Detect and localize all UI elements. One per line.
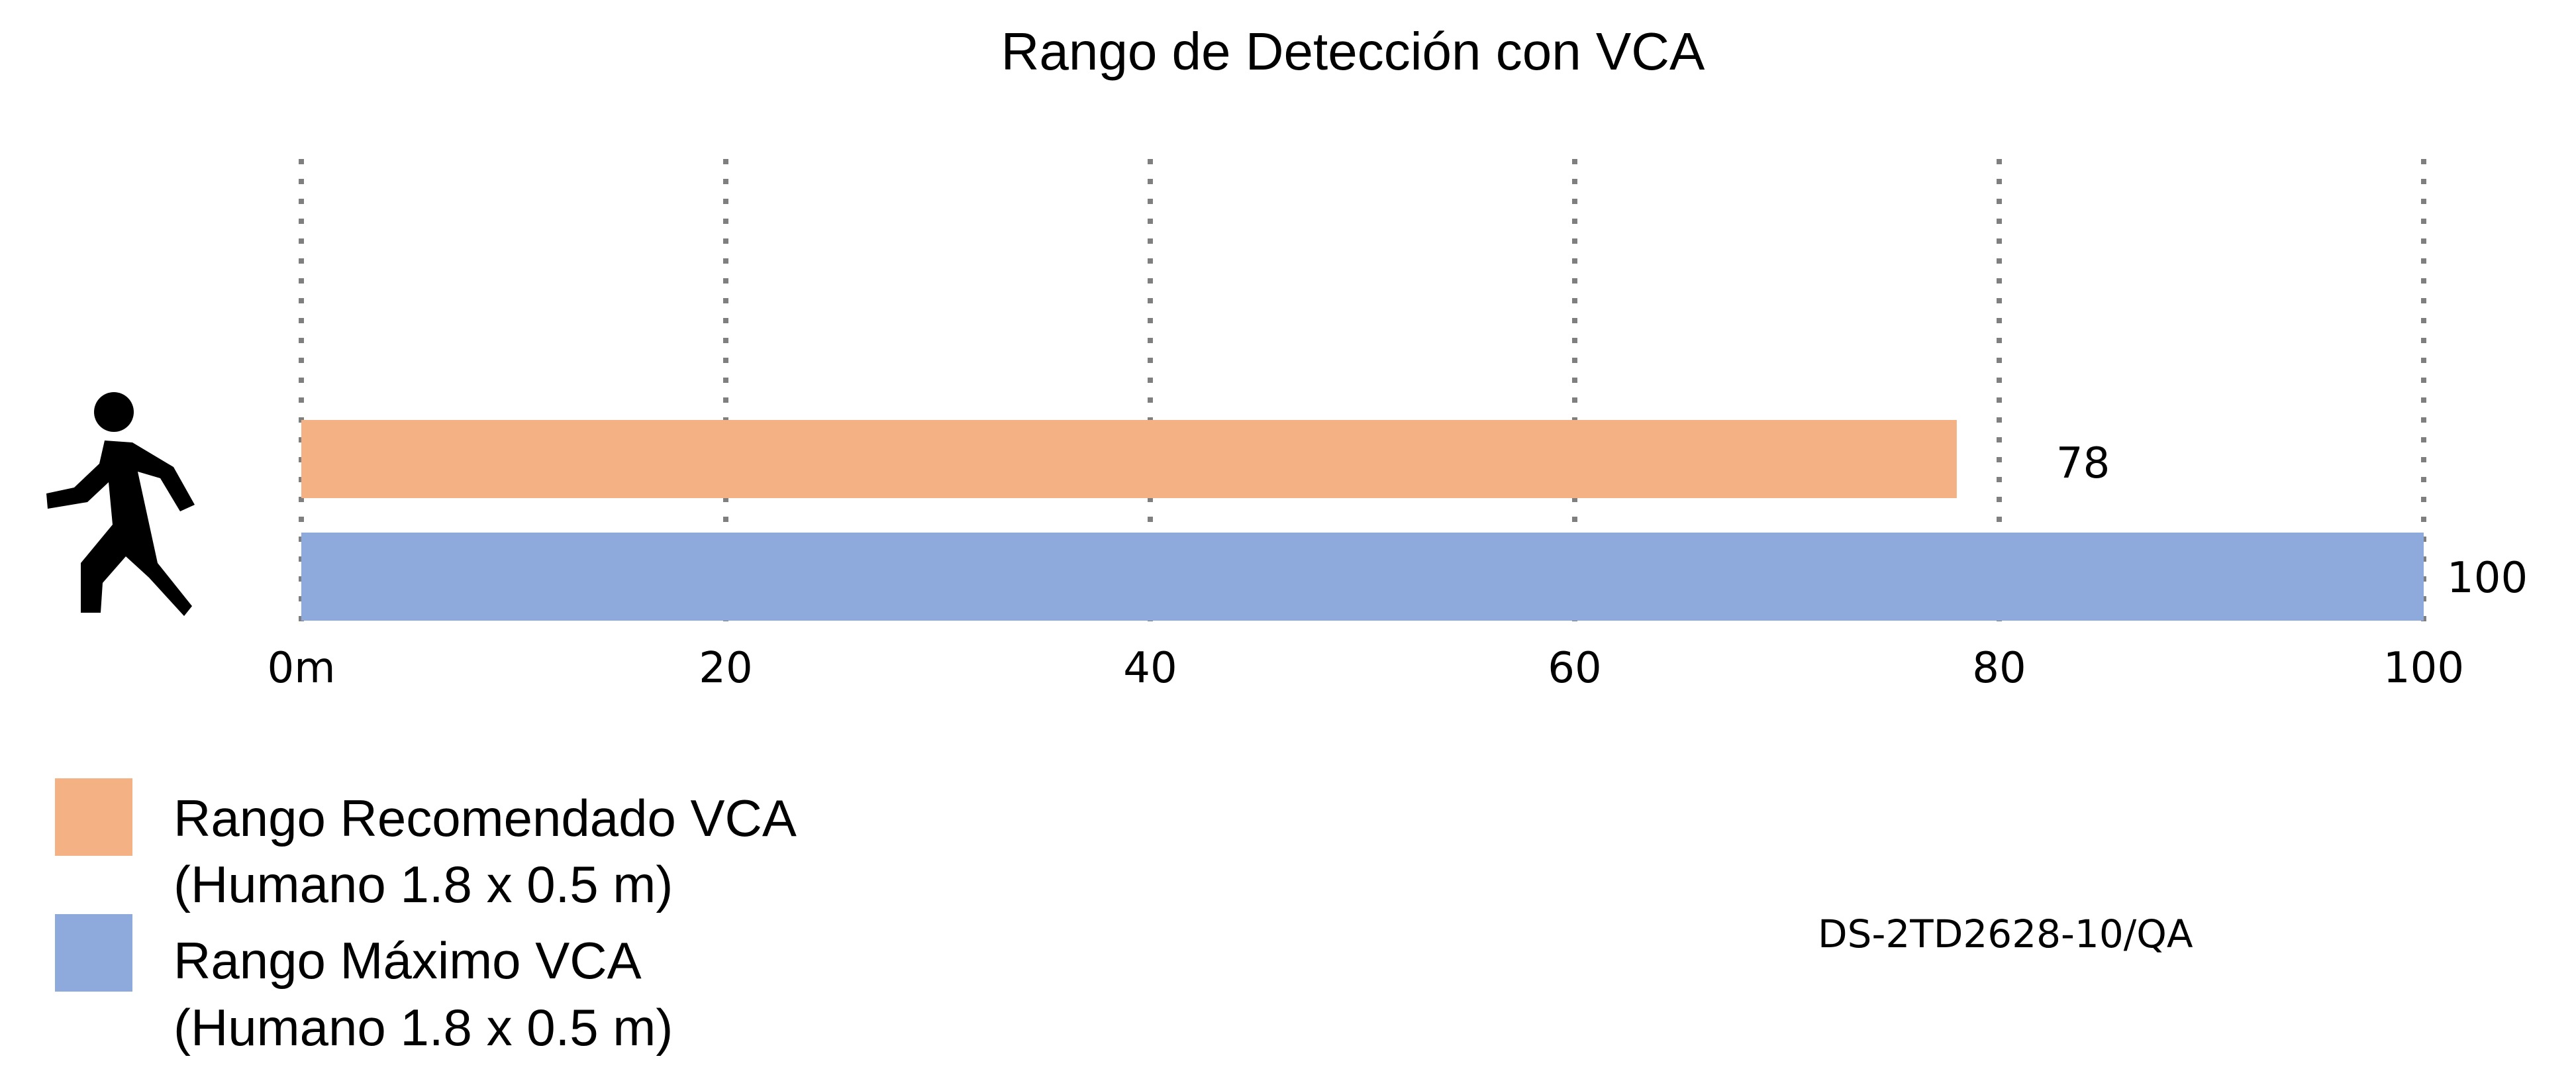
tick-label-0: 0m [267,644,335,693]
tick-label-5: 100 [2383,644,2464,693]
legend-note-0: (Humano 1.8 x 0.5 m) [173,855,673,913]
tick-label-3: 60 [1548,644,1601,693]
walking-person-icon [46,392,195,616]
legend: Rango Recomendado VCA (Humano 1.8 x 0.5 m… [55,778,797,1057]
model-annotation: DS-2TD2628-10/QA [1818,911,2193,956]
legend-swatch-0 [55,778,132,856]
tick-label-2: 40 [1123,644,1177,693]
tick-label-4: 80 [1972,644,2026,693]
bar-1 [301,533,2424,621]
bar-value-label-1: 100 [2447,554,2528,603]
bars: 78 100 [301,420,2528,621]
legend-label-1: Rango Máximo VCA [173,931,642,990]
legend-swatch-1 [55,914,132,992]
legend-label-0: Rango Recomendado VCA [173,789,797,847]
legend-note-1: (Humano 1.8 x 0.5 m) [173,998,673,1057]
bar-value-label-0: 78 [2056,439,2110,488]
x-axis-tick-labels: 0m 20 40 60 80 100 [267,644,2464,693]
chart-title: Rango de Detección con VCA [1001,22,1705,81]
bar-0 [301,420,1957,498]
tick-label-1: 20 [699,644,752,693]
